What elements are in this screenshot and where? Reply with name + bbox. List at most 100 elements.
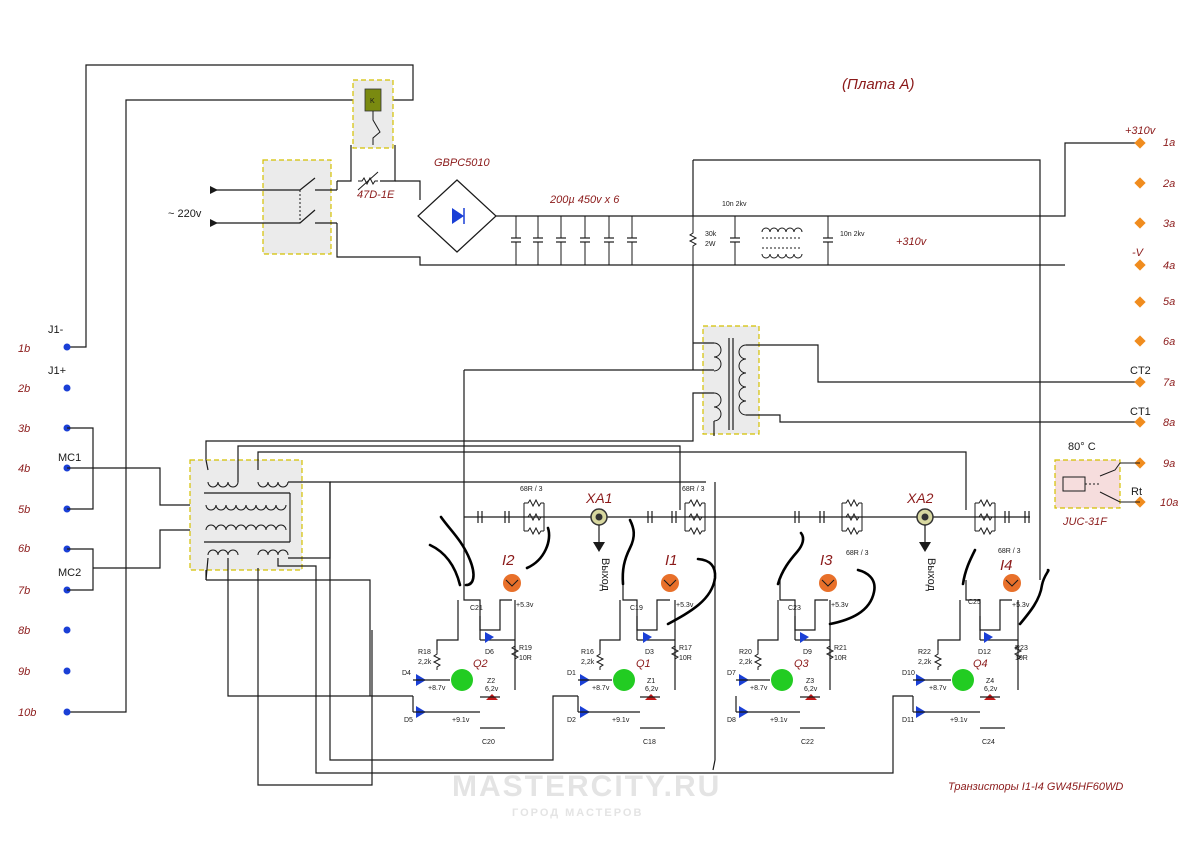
- c-top-4: C25: [968, 599, 981, 606]
- pin-1b[interactable]: [63, 343, 71, 351]
- r-out-val-3: 10R: [834, 655, 847, 662]
- mains-switch-module: [262, 159, 332, 255]
- common-mode-choke: [761, 227, 803, 259]
- d-a-4: D10: [902, 670, 915, 677]
- sig-minus-v: -V: [1132, 247, 1145, 259]
- left-connector-pin-labels: 1b 2b 3b 4b 5b 6b 7b 8b 9b 10b: [17, 343, 36, 719]
- relay-label: K: [370, 98, 375, 105]
- bleeder-label-2: 2W: [705, 241, 716, 248]
- driver-block-1: [412, 574, 521, 729]
- pad-6a[interactable]: [1134, 335, 1146, 347]
- r-top-val-3: 2,2k: [739, 659, 753, 666]
- snubber-r-label-1: 68R / 3: [520, 486, 543, 493]
- pin-9b[interactable]: [63, 667, 71, 675]
- rail-label: +310v: [896, 236, 928, 248]
- c-top-1: C21: [470, 605, 483, 612]
- thermal-part: JUC-31F: [1062, 516, 1108, 528]
- pin-label-1a: 1a: [1163, 137, 1175, 149]
- z-val-4: 6,2v: [984, 686, 998, 693]
- sig-mc1: MC1: [58, 452, 81, 464]
- z-1: Z2: [487, 678, 495, 685]
- driver-labels-1: I2 +5.3v C21 D6 R18 2,2k Q2 D4 +8.7v Z2 …: [402, 552, 534, 746]
- d-a-3: D7: [727, 670, 736, 677]
- output-xa1[interactable]: [590, 508, 608, 552]
- c-top-3: C23: [788, 605, 801, 612]
- output-xa1-caption: Выход: [599, 558, 611, 591]
- c-bot-4: C24: [982, 739, 995, 746]
- v53-1: +5.3v: [516, 602, 534, 609]
- board-title: (Плата А): [842, 76, 915, 93]
- pad-5a[interactable]: [1134, 296, 1146, 308]
- r-top-val-2: 2,2k: [581, 659, 595, 666]
- r-top-val-1: 2,2k: [418, 659, 432, 666]
- sig-mc2: MC2: [58, 567, 81, 579]
- pin-label-6b: 6b: [18, 543, 30, 555]
- c-bot-2: C18: [643, 739, 656, 746]
- pin-2b[interactable]: [63, 384, 71, 392]
- d-a-1: D4: [402, 670, 411, 677]
- freehand-markings: [428, 515, 1050, 626]
- snubber-r-label-2: 68R / 3: [682, 486, 705, 493]
- bjt-q3: [771, 669, 793, 691]
- pin-label-7a: 7a: [1163, 377, 1175, 389]
- sig-310v: +310v: [1125, 125, 1157, 137]
- igbt-label-i1: I1: [665, 552, 678, 569]
- snubber-rc-3: 68R / 3: [794, 499, 869, 557]
- d-c-3: D9: [803, 649, 812, 656]
- q-1: Q2: [473, 658, 488, 670]
- pin-label-10b: 10b: [18, 707, 36, 719]
- sig-j1-minus: J1-: [48, 324, 64, 336]
- pad-1a[interactable]: [1134, 137, 1146, 149]
- d-c-4: D12: [978, 649, 991, 656]
- v87-1: +8.7v: [428, 685, 446, 692]
- pin-label-9a: 9a: [1163, 458, 1175, 470]
- pin-8b[interactable]: [63, 626, 71, 634]
- transistor-note: Транзисторы I1-I4 GW45HF60WD: [948, 781, 1123, 793]
- output-xa2-caption: Выход: [925, 558, 937, 591]
- d-a-2: D1: [567, 670, 576, 677]
- snubber-rc-2: 68R / 3: [647, 486, 706, 535]
- pin-label-3a: 3a: [1163, 218, 1175, 230]
- pin-label-8a: 8a: [1163, 417, 1175, 429]
- igbt-label-i2: I2: [502, 552, 515, 569]
- snubber-rc-1: 68R / 3: [477, 486, 545, 535]
- c-bot-3: C22: [801, 739, 814, 746]
- igbt-i1: [661, 574, 679, 592]
- v53-2: +5.3v: [676, 602, 694, 609]
- v91-2: +9.1v: [612, 717, 630, 724]
- output-xa2[interactable]: [916, 508, 934, 552]
- d-c-1: D6: [485, 649, 494, 656]
- igbt-i2: [503, 574, 521, 592]
- z-3: Z3: [806, 678, 814, 685]
- z-val-3: 6,2v: [804, 686, 818, 693]
- d-c-2: D3: [645, 649, 654, 656]
- pad-7a[interactable]: [1134, 376, 1146, 388]
- pin-label-8b: 8b: [18, 625, 30, 637]
- snubber-rc-4: 68R / 3: [974, 499, 1030, 555]
- c-top-2: C19: [630, 605, 643, 612]
- q-4: Q4: [973, 658, 988, 670]
- v91-1: +9.1v: [452, 717, 470, 724]
- driver-labels-4: I4 +5.3v C25 D12 R22 2,2k Q4 D10 +8.7v Z…: [902, 557, 1030, 746]
- inrush-label: 47D-1E: [357, 189, 395, 201]
- r-out-val-4: 10R: [1015, 655, 1028, 662]
- z-val-2: 6,2v: [645, 686, 659, 693]
- sig-ct1: CT1: [1130, 406, 1151, 418]
- pad-8a[interactable]: [1134, 416, 1146, 428]
- r-top-4: R22: [918, 649, 931, 656]
- pad-4a[interactable]: [1134, 259, 1146, 271]
- bjt-q1: [613, 669, 635, 691]
- pin-label-5b: 5b: [18, 504, 30, 516]
- pad-2a[interactable]: [1134, 177, 1146, 189]
- sig-j1-plus: J1+: [48, 365, 66, 377]
- pad-3a[interactable]: [1134, 217, 1146, 229]
- r-top-1: R18: [418, 649, 431, 656]
- r-top-val-4: 2,2k: [918, 659, 932, 666]
- snubber-r-label-4: 68R / 3: [998, 548, 1021, 555]
- driver-block-4: [912, 574, 1022, 729]
- capacitor-bank: [510, 216, 638, 265]
- pin-10b[interactable]: [63, 708, 71, 716]
- igbt-label-i3: I3: [820, 552, 833, 569]
- pin-label-4b: 4b: [18, 463, 30, 475]
